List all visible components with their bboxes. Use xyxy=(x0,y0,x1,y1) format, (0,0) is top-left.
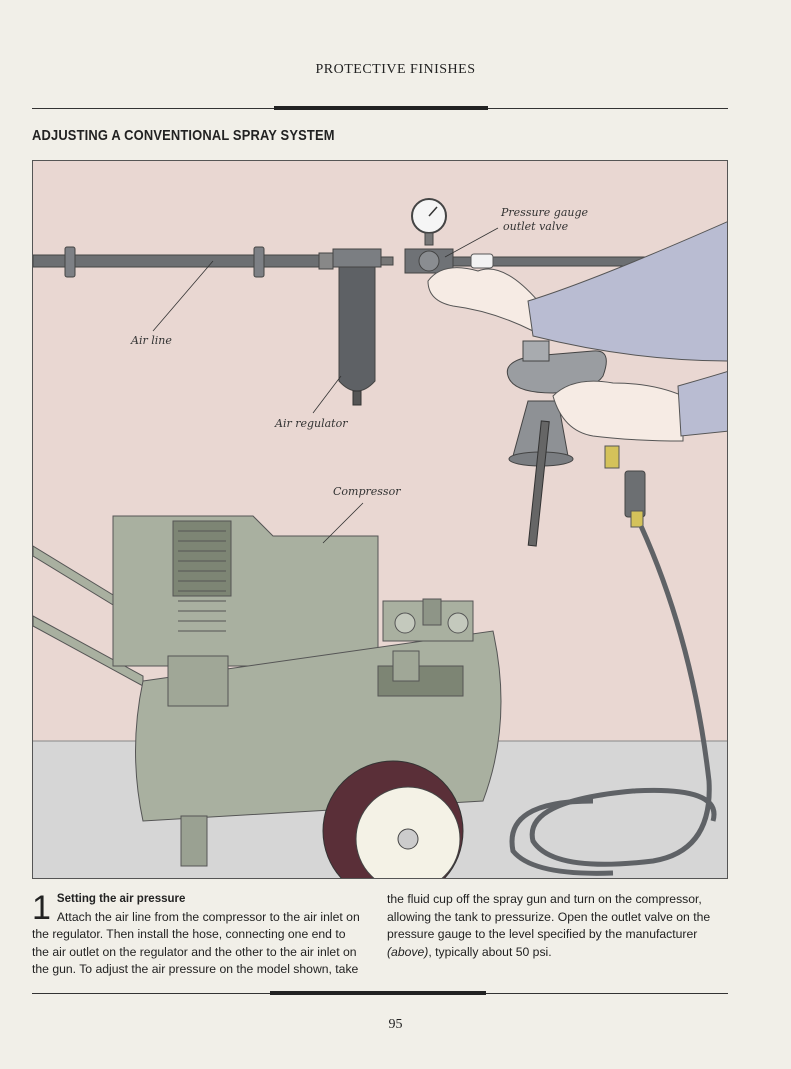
step-text-column-2: the fluid cup off the spray gun and turn… xyxy=(387,891,727,961)
step-body-2-italic: (above) xyxy=(387,944,429,959)
pressure-gauge xyxy=(404,198,454,274)
label-air-line: Air line xyxy=(130,334,172,347)
step-body-1: Attach the air line from the compressor … xyxy=(32,909,360,977)
step-number: 1 xyxy=(32,889,51,927)
section-title: ADJUSTING A CONVENTIONAL SPRAY SYSTEM xyxy=(32,127,335,144)
step-body-2b: , typically about 50 psi. xyxy=(428,944,552,959)
step-text-column-1: 1 Setting the air pressure Attach the ai… xyxy=(32,891,362,979)
running-head: PROTECTIVE FINISHES xyxy=(315,62,476,77)
header-rule xyxy=(32,106,728,110)
label-air-regulator: Air regulator xyxy=(274,417,348,430)
step-title: Setting the air pressure xyxy=(56,893,186,905)
label-pressure-gauge: Pressure gauge xyxy=(500,206,589,219)
label-compressor: Compressor xyxy=(333,485,401,498)
step-body-2a: the fluid cup off the spray gun and turn… xyxy=(387,892,711,941)
footer-rule xyxy=(32,991,728,995)
compressor-wheel xyxy=(322,760,464,878)
spray-system-illustration: Pressure gauge outlet valve Air line Air… xyxy=(32,160,728,879)
air-line-pipe xyxy=(33,246,689,278)
hand-on-valve xyxy=(427,221,727,362)
air-regulator xyxy=(332,248,382,406)
label-outlet-valve: outlet valve xyxy=(503,220,569,233)
spray-gun xyxy=(506,340,727,547)
page-number: 95 xyxy=(388,1017,403,1032)
